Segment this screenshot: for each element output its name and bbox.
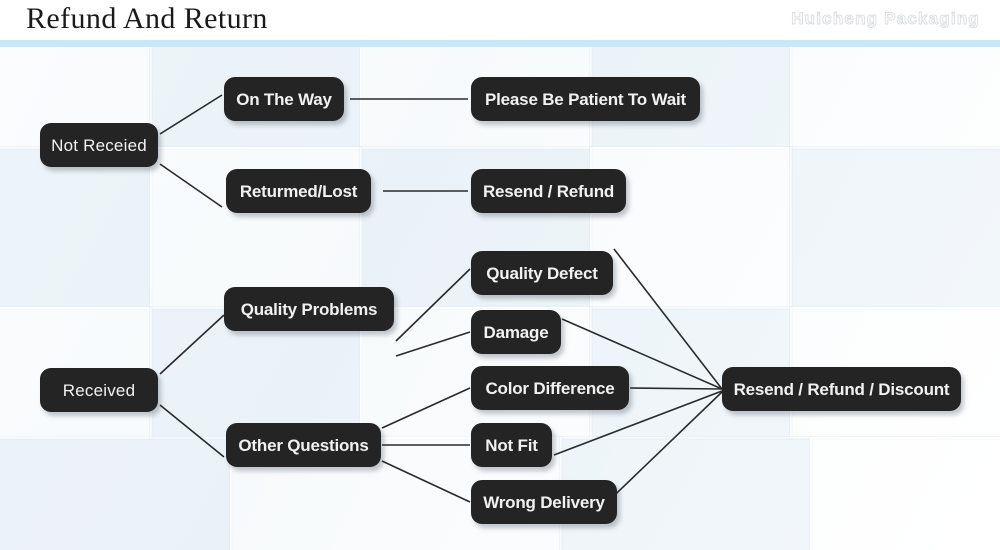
node-other-questions[interactable]: Other Questions	[226, 423, 381, 467]
node-label: Not Fit	[485, 435, 538, 455]
node-quality-defect[interactable]: Quality Defect	[471, 251, 613, 295]
node-label: Other Questions	[238, 435, 369, 455]
node-please-be-patient-to-wait[interactable]: Please Be Patient To Wait	[471, 77, 700, 121]
node-label: Color Difference	[485, 378, 615, 398]
node-not-fit[interactable]: Not Fit	[471, 423, 552, 467]
node-wrong-delivery[interactable]: Wrong Delivery	[471, 480, 617, 524]
node-not-received[interactable]: Not Receied	[40, 123, 158, 167]
node-label: Quality Defect	[486, 263, 598, 283]
brand-watermark: Huicheng Packaging	[791, 9, 980, 29]
slide-header: Refund And Return Huicheng Packaging	[0, 0, 1000, 40]
node-label: On The Way	[236, 89, 332, 109]
bg-tile	[790, 47, 1000, 149]
node-on-the-way[interactable]: On The Way	[224, 77, 344, 121]
node-color-difference[interactable]: Color Difference	[471, 366, 629, 410]
node-label: Received	[62, 380, 136, 400]
node-label: Returmed/Lost	[239, 181, 358, 201]
node-label: Quality Problems	[240, 299, 378, 319]
node-label: Wrong Delivery	[483, 492, 605, 512]
header-divider	[0, 40, 1000, 47]
node-label: Resend / Refund	[482, 181, 615, 201]
diagram-area: Not Receied On The Way Returmed/Lost Ple…	[0, 47, 1000, 550]
node-damage[interactable]: Damage	[471, 310, 561, 354]
bg-tile	[0, 437, 232, 550]
node-label: Resend / Refund / Discount	[733, 379, 950, 399]
node-resend-refund[interactable]: Resend / Refund	[471, 169, 626, 213]
node-label: Damage	[483, 322, 549, 342]
node-label: Please Be Patient To Wait	[485, 89, 686, 109]
bg-tile	[0, 147, 152, 309]
node-resend-refund-discount[interactable]: Resend / Refund / Discount	[722, 367, 961, 411]
node-returned-lost[interactable]: Returmed/Lost	[226, 169, 371, 213]
bg-tile	[790, 147, 1000, 309]
bg-tile	[810, 437, 1000, 550]
node-quality-problems[interactable]: Quality Problems	[224, 287, 394, 331]
node-received[interactable]: Received	[40, 368, 158, 412]
node-label: Not Receied	[51, 135, 147, 155]
page-title: Refund And Return	[26, 2, 268, 35]
